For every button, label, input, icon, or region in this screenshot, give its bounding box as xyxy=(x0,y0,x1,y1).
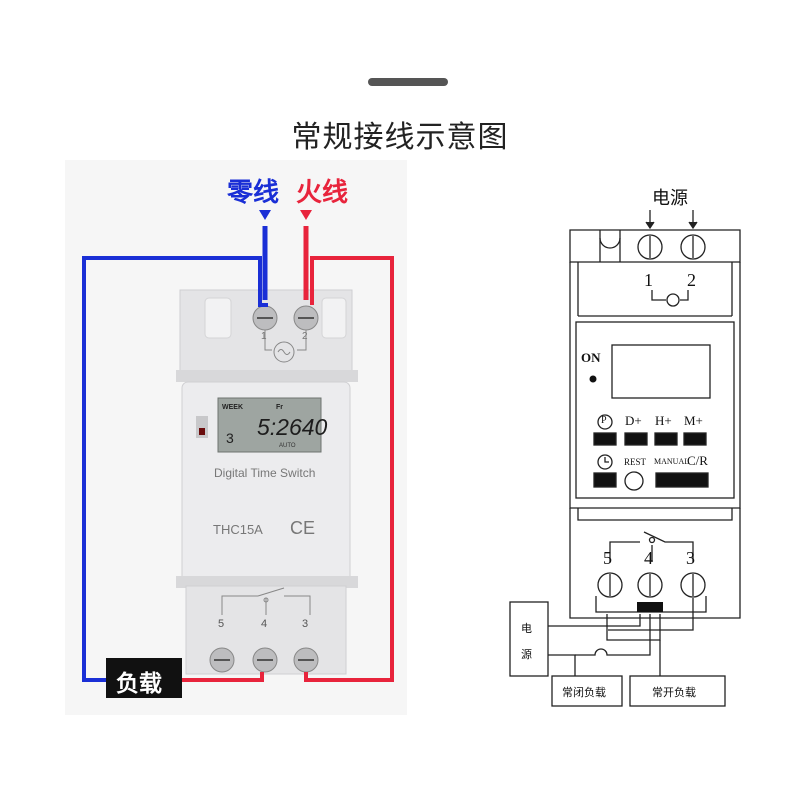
timer-device-body xyxy=(176,289,358,675)
load-box xyxy=(106,658,182,698)
m-plus-label: M+ xyxy=(684,413,703,428)
on-label: ON xyxy=(581,350,601,365)
schematic-terminal-3: 3 xyxy=(686,548,695,568)
lcd-week: WEEK xyxy=(222,404,243,411)
ce-mark: CE xyxy=(290,518,316,538)
photo-terminal-1-number: 1 xyxy=(261,331,267,342)
cr-label: C/R xyxy=(687,453,708,468)
nc-load-label: 常闭负载 xyxy=(562,686,606,699)
terminal-screw-3 xyxy=(293,647,319,673)
p-symbol: P xyxy=(601,415,607,426)
schematic-terminal-4: 4 xyxy=(644,548,653,568)
side-power-char-1: 电 xyxy=(521,622,532,635)
live-wire xyxy=(178,210,394,682)
side-power-char-2: 源 xyxy=(521,648,532,661)
manual-label: MANUAL xyxy=(654,457,690,466)
neutral-label: 零线 xyxy=(227,178,280,208)
top-divider-bar xyxy=(368,78,448,86)
photo-terminal-5-number: 5 xyxy=(218,618,225,630)
on-indicator-dot xyxy=(589,375,597,383)
schematic-terminal-1: 1 xyxy=(644,270,653,290)
terminal-screw-2 xyxy=(293,305,319,331)
terminal-screw-5 xyxy=(209,647,235,673)
page-title: 常规接线示意图 xyxy=(291,120,509,155)
schematic-power-label: 电源 xyxy=(652,188,688,209)
lcd-fr: Fr xyxy=(276,404,283,411)
live-label: 火线 xyxy=(296,178,349,208)
neutral-wire xyxy=(82,210,271,682)
photo-terminal-4-number: 4 xyxy=(261,618,268,630)
no-load-label: 常开负载 xyxy=(652,686,696,699)
photo-terminal-2-number: 2 xyxy=(302,331,308,342)
lcd-time: 5:2640 xyxy=(257,414,328,440)
load-label: 负载 xyxy=(116,671,162,697)
schematic-terminal-5: 5 xyxy=(603,548,612,568)
rest-label: REST xyxy=(624,457,647,467)
lcd-day: 3 xyxy=(226,430,234,446)
device-model: THC15A xyxy=(213,522,263,537)
schematic-terminal-2: 2 xyxy=(687,270,696,290)
h-plus-label: H+ xyxy=(655,413,672,428)
terminal-screw-4 xyxy=(252,647,278,673)
device-caption: Digital Time Switch xyxy=(214,466,316,480)
d-plus-label: D+ xyxy=(625,413,642,428)
lcd-auto: AUTO xyxy=(279,443,296,449)
photo-terminal-3-number: 3 xyxy=(302,618,309,630)
